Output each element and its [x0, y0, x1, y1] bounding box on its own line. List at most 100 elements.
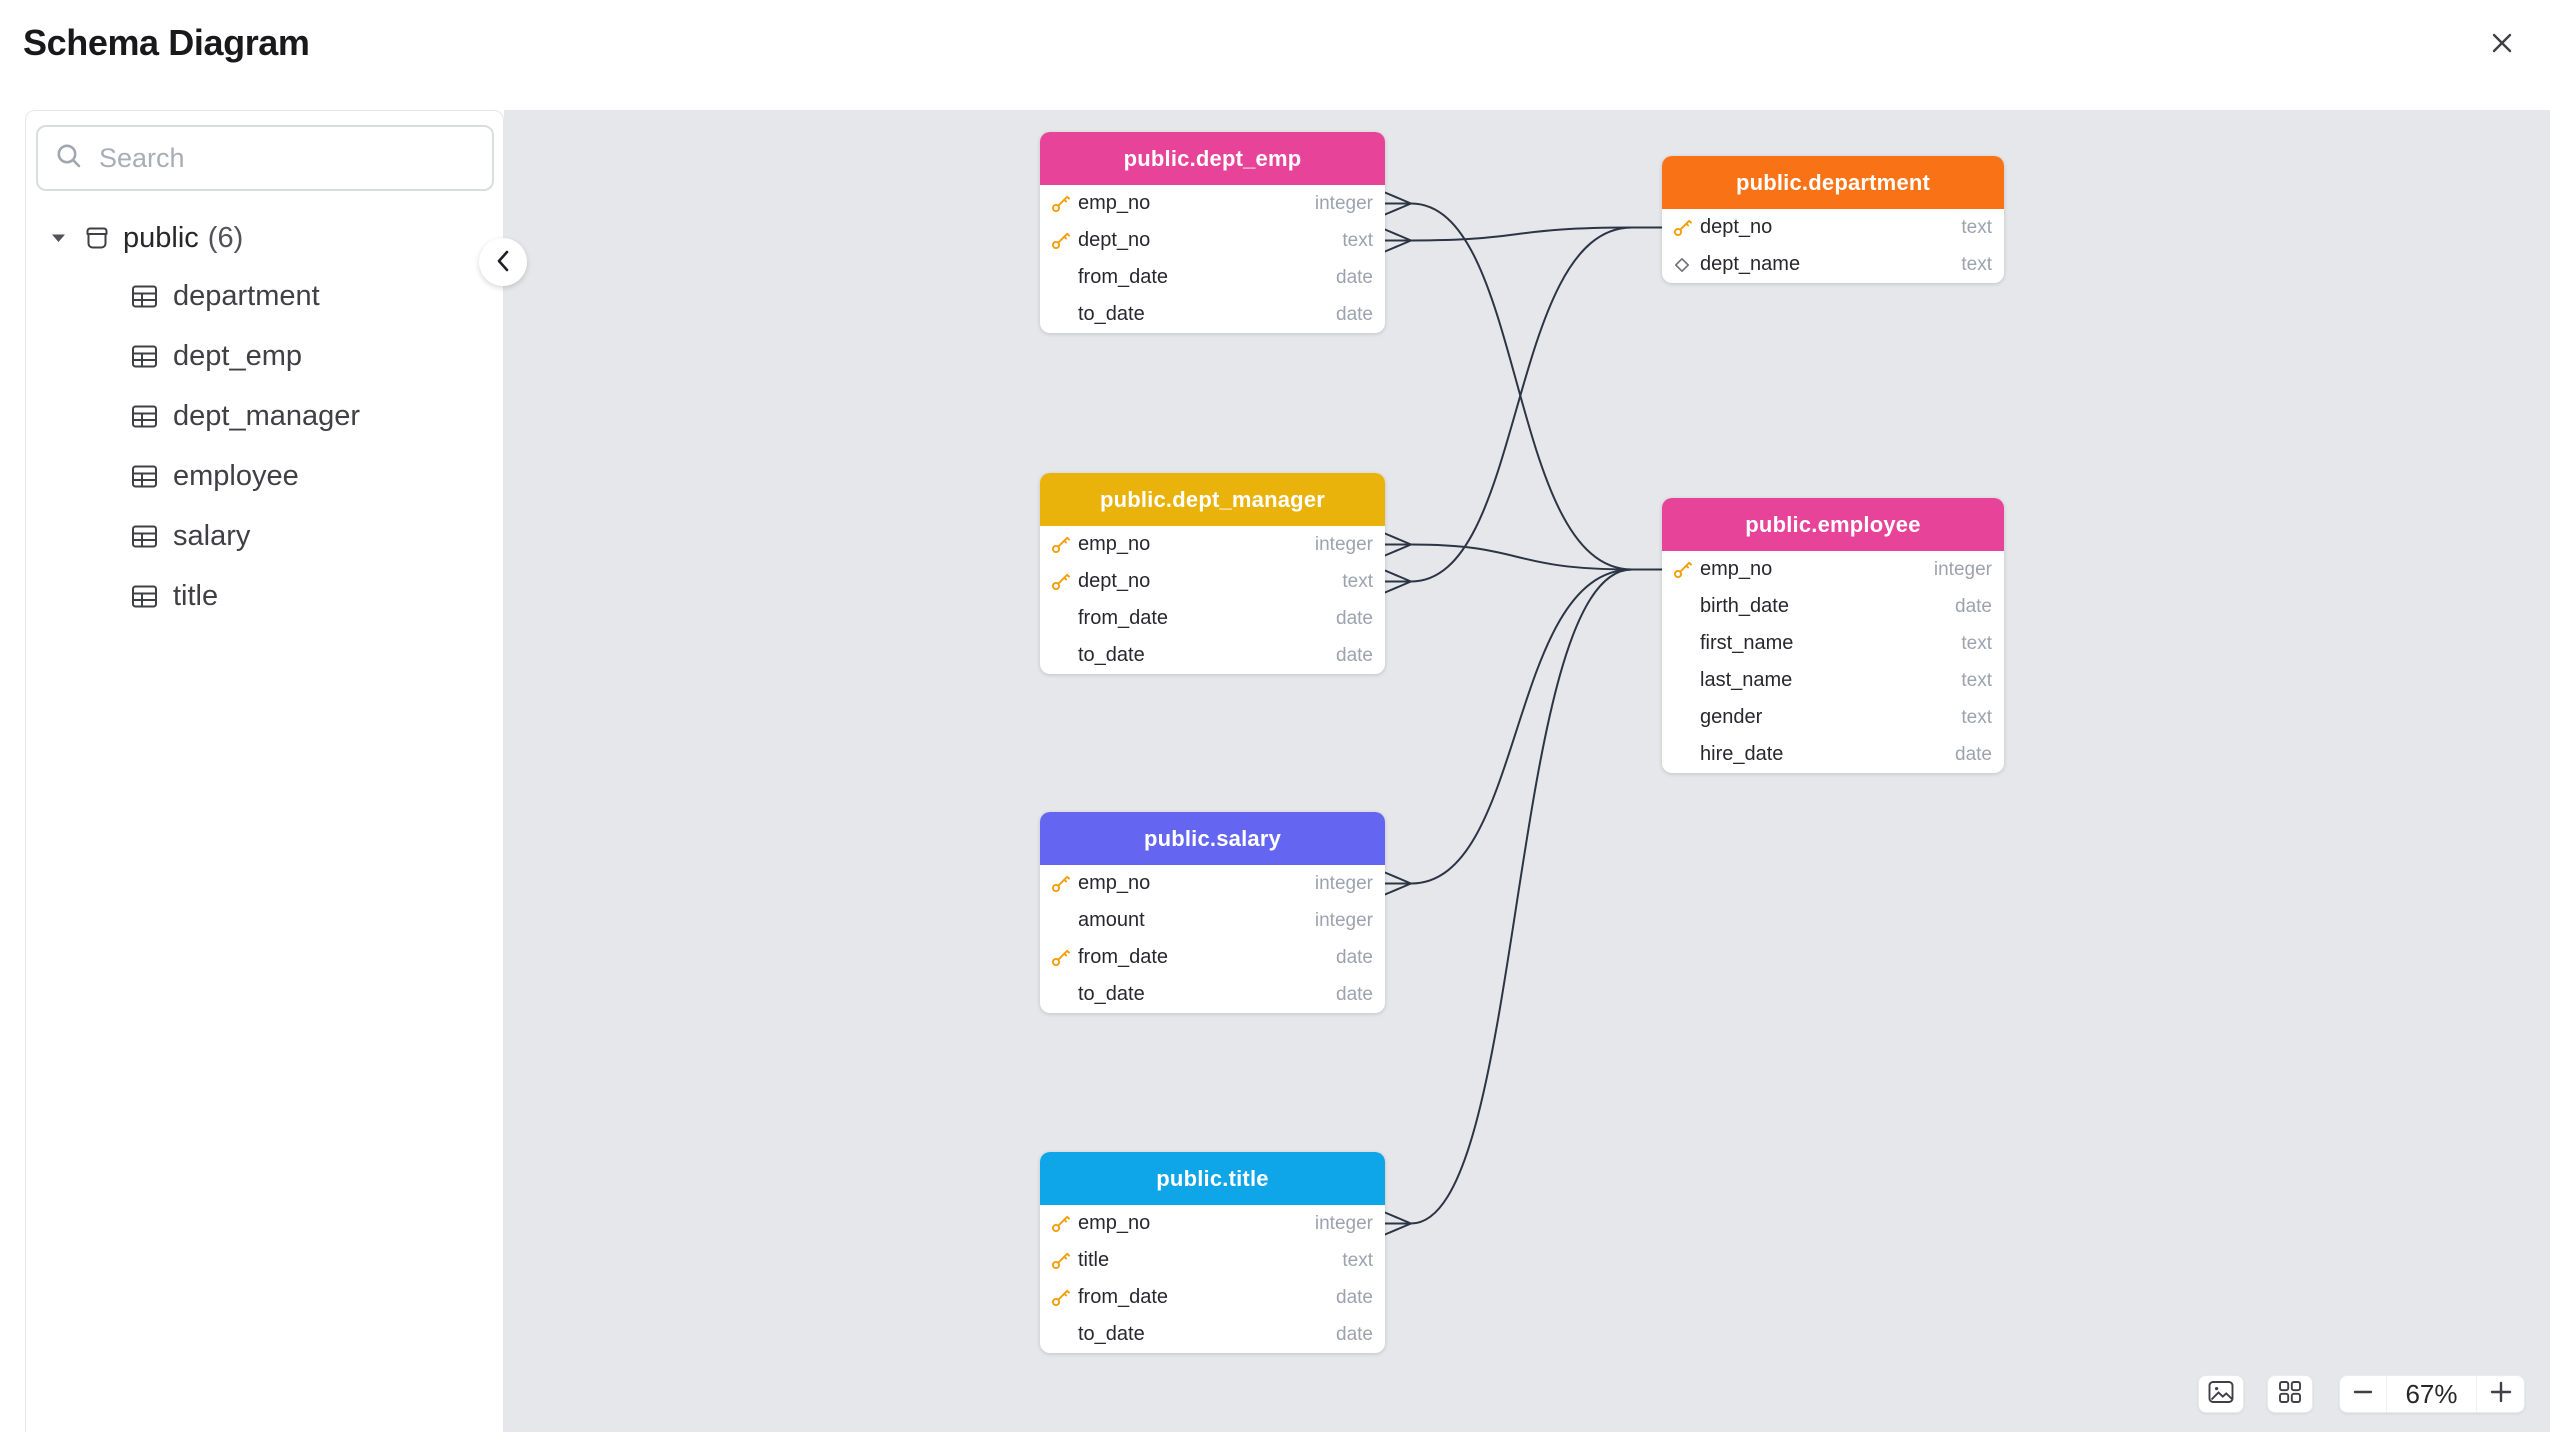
sidebar-item-department[interactable]: department — [26, 266, 503, 326]
table-icon — [130, 282, 159, 311]
zoom-out-button[interactable] — [2340, 1376, 2387, 1412]
sidebar-item-label: employee — [173, 459, 299, 492]
diagram-canvas[interactable] — [504, 110, 2550, 1432]
field-type: date — [1336, 303, 1373, 325]
key-icon — [1672, 560, 1692, 580]
schema-icon — [83, 224, 111, 252]
field-type: date — [1336, 946, 1373, 968]
table-icon — [130, 402, 159, 431]
field-row-first_name: first_name text — [1662, 625, 2004, 662]
sidebar-schema-public[interactable]: public (6) — [26, 216, 503, 260]
field-type: text — [1342, 229, 1373, 251]
field-type: date — [1336, 607, 1373, 629]
field-name: emp_no — [1700, 558, 1773, 580]
field-name: dept_no — [1078, 570, 1151, 592]
sidebar-item-salary[interactable]: salary — [26, 506, 503, 566]
key-icon — [1050, 1288, 1070, 1308]
image-icon — [2207, 1379, 2235, 1410]
table-icon — [130, 522, 159, 551]
diamond-icon — [1672, 255, 1692, 275]
field-type: text — [1961, 632, 1992, 654]
no-icon — [1672, 597, 1692, 617]
key-icon — [1050, 194, 1070, 214]
table-node-title[interactable]: public.department — [1662, 156, 2004, 209]
download-image-button[interactable] — [2198, 1375, 2244, 1413]
auto-layout-button[interactable] — [2267, 1375, 2313, 1413]
grid-icon — [2277, 1379, 2303, 1410]
sidebar-item-title[interactable]: title — [26, 566, 503, 626]
zoom-in-button[interactable] — [2476, 1376, 2524, 1412]
schema-label: public — [123, 221, 199, 254]
no-icon — [1050, 609, 1070, 629]
field-row-emp_no: emp_no integer — [1040, 526, 1385, 563]
table-node-title[interactable]: public.title — [1040, 1152, 1385, 1205]
key-icon — [1050, 874, 1070, 894]
close-icon — [2489, 30, 2515, 59]
field-name: emp_no — [1078, 533, 1151, 555]
field-type: date — [1336, 1323, 1373, 1345]
table-node-title[interactable]: public.dept_manager — [1040, 473, 1385, 526]
sidebar-item-label: title — [173, 579, 219, 612]
zoom-controls: 67% — [2339, 1375, 2525, 1413]
table-node-title[interactable]: public.salary — [1040, 812, 1385, 865]
field-name: birth_date — [1700, 595, 1789, 617]
field-type: text — [1342, 570, 1373, 592]
caret-down-icon[interactable] — [51, 233, 66, 243]
field-row-to_date: to_date date — [1040, 1316, 1385, 1353]
field-type: date — [1336, 266, 1373, 288]
field-name: dept_no — [1700, 216, 1773, 238]
table-node-title[interactable]: public.dept_emp — [1040, 132, 1385, 185]
field-type: integer — [1314, 909, 1373, 931]
field-name: dept_no — [1078, 229, 1151, 251]
no-icon — [1672, 745, 1692, 765]
key-icon — [1050, 1214, 1070, 1234]
field-type: integer — [1314, 533, 1373, 555]
field-row-from_date: from_date date — [1040, 939, 1385, 976]
no-icon — [1672, 708, 1692, 728]
sidebar-collapse-button[interactable] — [479, 238, 527, 286]
search-box — [36, 125, 494, 191]
field-name: dept_name — [1700, 253, 1801, 275]
field-name: from_date — [1078, 946, 1169, 968]
field-name: emp_no — [1078, 192, 1151, 214]
field-name: emp_no — [1078, 1212, 1151, 1234]
zoom-level: 67% — [2405, 1378, 2458, 1409]
field-name: first_name — [1700, 632, 1794, 654]
key-icon — [1050, 535, 1070, 555]
schema-count: (6) — [207, 221, 244, 254]
field-name: to_date — [1078, 1323, 1145, 1345]
field-name: to_date — [1078, 644, 1145, 666]
sidebar-item-dept_manager[interactable]: dept_manager — [26, 386, 503, 446]
field-name: last_name — [1700, 669, 1793, 691]
table-node-title[interactable]: public.employee — [1662, 498, 2004, 551]
sidebar-item-label: department — [173, 279, 320, 312]
field-type: date — [1955, 743, 1992, 765]
minus-icon — [2352, 1381, 2374, 1408]
key-icon — [1050, 1251, 1070, 1271]
no-icon — [1672, 634, 1692, 654]
field-name: gender — [1700, 706, 1763, 728]
field-row-dept_no: dept_no text — [1040, 563, 1385, 600]
no-icon — [1672, 671, 1692, 691]
sidebar-item-dept_emp[interactable]: dept_emp — [26, 326, 503, 386]
field-type: text — [1961, 706, 1992, 728]
sidebar-item-employee[interactable]: employee — [26, 446, 503, 506]
close-button[interactable] — [2482, 24, 2522, 64]
search-input[interactable] — [99, 142, 476, 174]
